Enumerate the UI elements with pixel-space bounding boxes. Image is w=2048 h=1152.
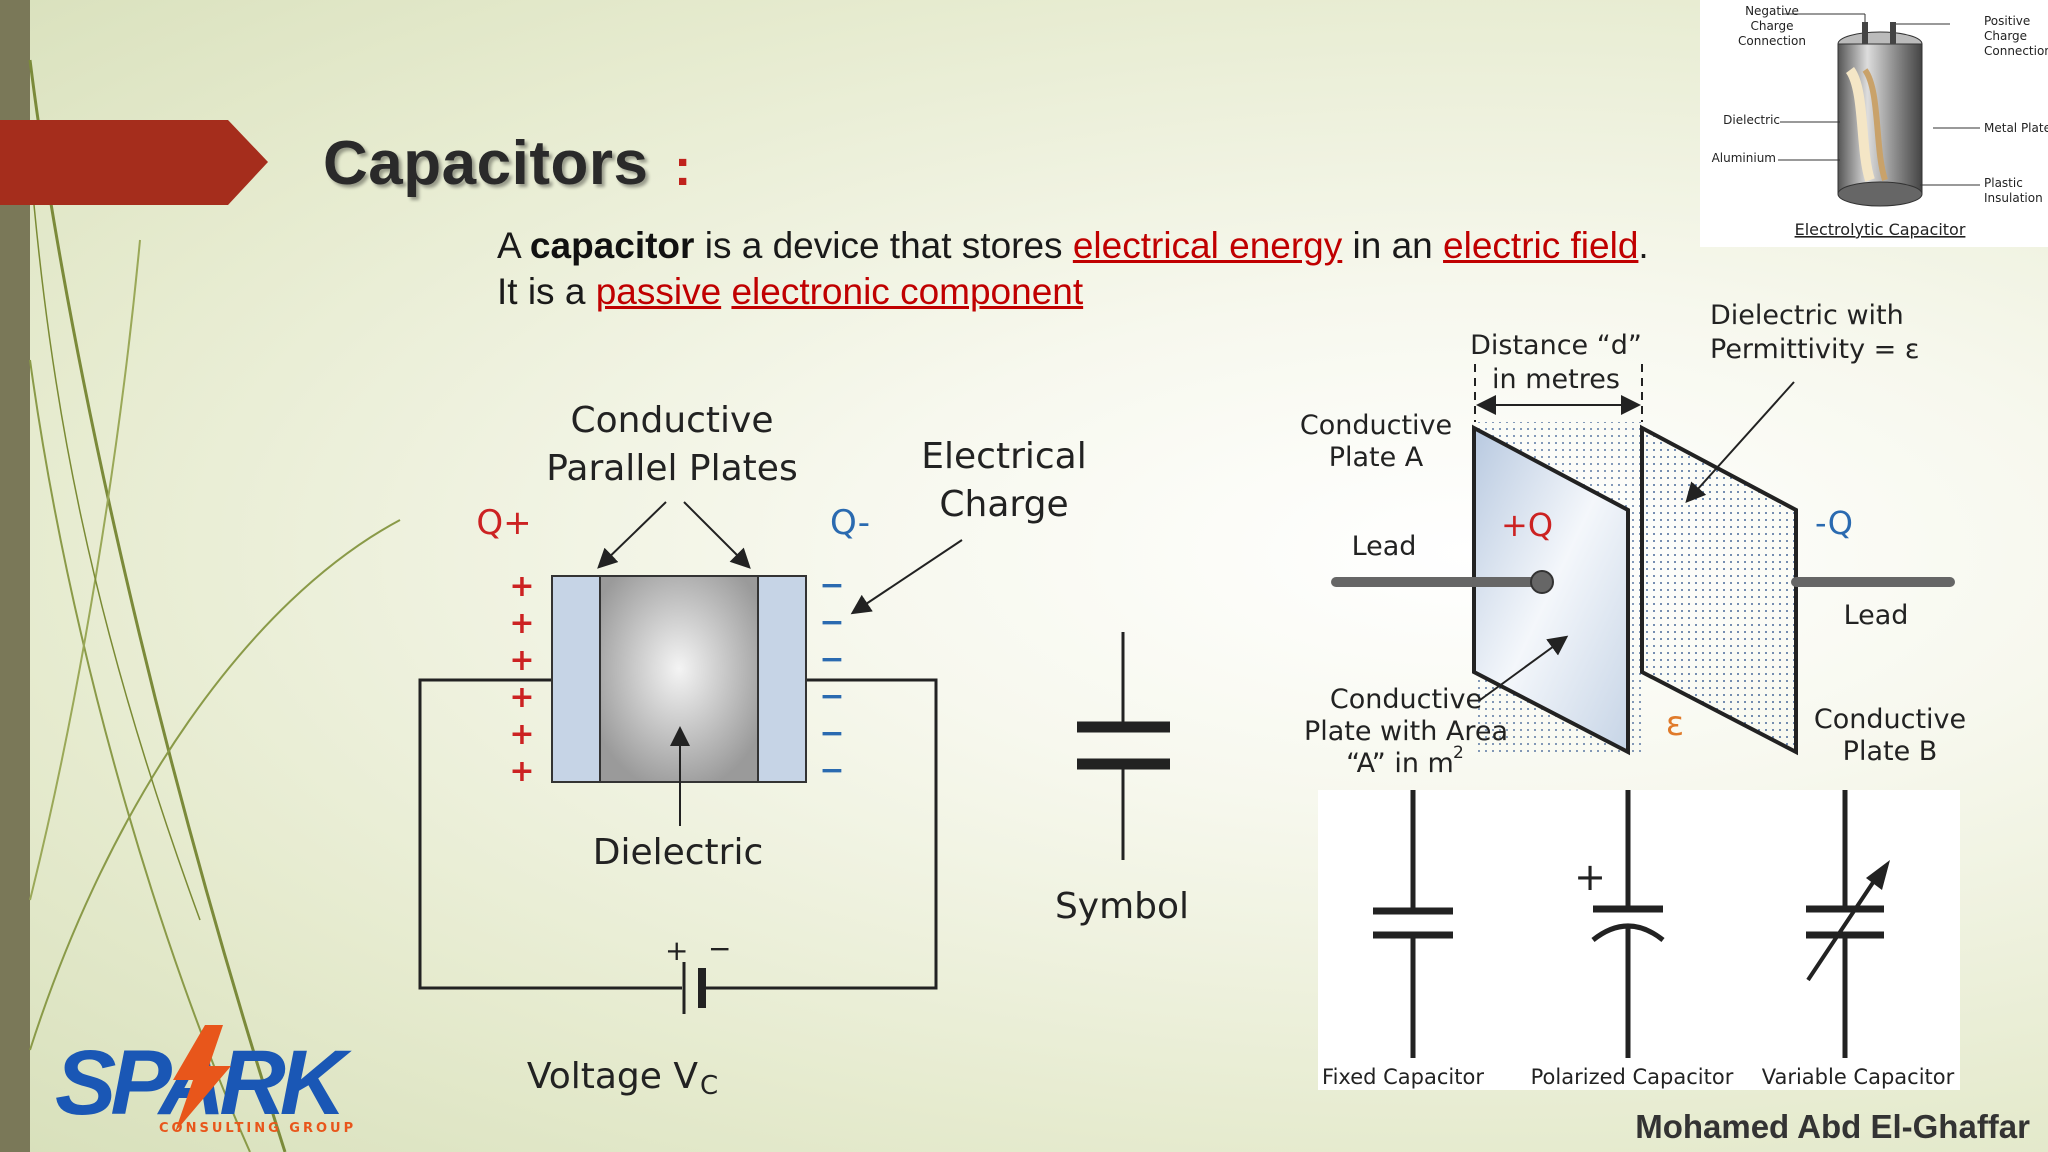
link-passive[interactable]: passive [595,271,722,312]
spark-logo: SPARK CONSULTING GROUP [55,1025,355,1136]
minus-q-label: -Q [1815,504,1853,542]
plate-b-label-line1: Conductive [1814,704,1966,735]
plate-a-label-line2: Plate A [1329,442,1424,473]
inset-negative-label-1: Negative [1745,4,1799,18]
inset-plastic-label-2: Insulation [1984,191,2043,205]
parallel-plate-circuit-diagram: + − + + + + + + − − − − − − Q+ Q- Conduc… [418,400,1189,1101]
charge-label-line1: Electrical [921,436,1086,477]
area-label-line1: Conductive [1330,684,1482,715]
fixed-capacitor-icon [1373,790,1453,1058]
inset-aluminium-label: Aluminium [1712,151,1776,165]
plate-a-label-line1: Conductive [1300,410,1452,441]
battery-icon [682,962,706,1014]
distance-label-line2: in metres [1492,364,1620,395]
inset-metal-plate-label: Metal Plate [1984,121,2048,135]
plate-b-label-line2: Plate B [1843,736,1938,767]
variable-capacitor-icon [1806,790,1884,1058]
plus-charge: + [509,643,534,678]
negative-plate [757,575,807,783]
lightning-bolt-icon [173,1025,231,1132]
capacitor-symbols-panel: + Fixed Capacitor Polarized Capacitor Va… [1318,790,1960,1090]
plus-charge: + [509,754,534,789]
lead-right-label: Lead [1844,600,1909,631]
inset-dielectric-label: Dielectric [1723,113,1780,127]
variable-capacitor-label: Variable Capacitor [1762,1065,1955,1089]
inset-positive-label-3: Connection [1984,44,2048,58]
inset-positive-label-1: Positive [1984,14,2030,28]
definition-text: A capacitor is a device that stores elec… [497,225,1649,312]
plates-label-line2: Parallel Plates [546,448,797,489]
area-arrow [1479,635,1569,701]
charge-arrow [850,539,963,615]
positive-plate [551,575,601,783]
polarized-plus-sign: + [1574,855,1606,899]
dielectric-label: Dielectric [593,832,764,873]
plus-q-label: +Q [1501,506,1553,544]
plates-arrow-right [683,501,751,569]
minus-charge: − [819,716,844,751]
term-capacitor: capacitor [529,225,695,266]
inset-plastic-label-1: Plastic [1984,176,2023,190]
inset-negative-label-2: Charge [1750,19,1793,33]
plate-a [1472,424,1630,756]
minus-charge: − [819,679,844,714]
title-colon: : [674,139,692,197]
fixed-capacitor-label: Fixed Capacitor [1322,1065,1484,1089]
slide-title: Capacitors [323,129,649,198]
capacitor-symbol-icon [1077,632,1170,860]
dielectric-perm-arrow [1685,381,1795,503]
symbol-label: Symbol [1055,886,1189,927]
area-label-line2: Plate with Area [1304,716,1508,747]
plus-charge: + [509,569,534,604]
voltage-subscript: C [700,1071,718,1101]
area-superscript: 2 [1453,743,1464,763]
epsilon-label: ε [1666,704,1684,744]
link-electrical-energy[interactable]: electrical energy [1072,225,1343,266]
plus-charge: + [509,717,534,752]
lead-left-contact [1530,570,1554,594]
dielectric-perm-line2: Permittivity = ε [1710,334,1919,365]
logo-tagline: CONSULTING GROUP [159,1121,355,1136]
electrolytic-capacitor-figure: Negative Charge Connection Positive Char… [1700,0,2048,247]
voltage-label: Voltage V [527,1056,698,1097]
q-plus-label: Q+ [476,503,531,543]
minus-charge: − [819,642,844,677]
lead-left-label: Lead [1352,531,1417,562]
link-electronic-component[interactable]: electronic component [731,271,1084,312]
polarized-capacitor-label: Polarized Capacitor [1531,1065,1734,1089]
link-electric-field[interactable]: electric field [1443,225,1639,266]
polarized-capacitor-icon [1591,790,1665,1058]
inset-positive-label-2: Charge [1984,29,2027,43]
battery-minus-sign: − [708,932,731,965]
area-label-line3: “A” in m [1346,748,1454,779]
battery-plus-sign: + [665,934,688,967]
minus-charge: − [819,568,844,603]
plates-arrow-left [597,501,667,569]
inset-caption: Electrolytic Capacitor [1795,220,1966,239]
inset-negative-label-3: Connection [1738,34,1806,48]
minus-charge: − [819,753,844,788]
title-arrow-banner [0,120,268,205]
plates-label-line1: Conductive [570,400,773,441]
q-minus-label: Q- [830,503,870,543]
plus-charge: + [509,680,534,715]
plate-b [1640,424,1798,756]
minus-charge: − [819,605,844,640]
dielectric-perm-line1: Dielectric with [1710,300,1904,331]
charge-label-line2: Charge [939,484,1068,525]
distance-label-line1: Distance “d” [1470,330,1642,361]
plus-charge: + [509,606,534,641]
author-name: Mohamed Abd El-Ghaffar [1635,1108,2030,1145]
